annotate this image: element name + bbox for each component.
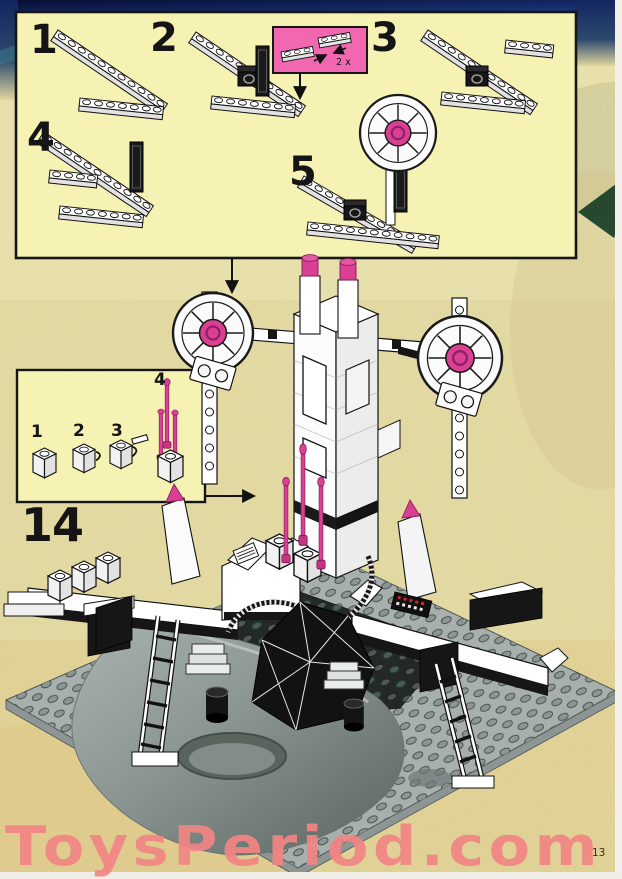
part-3-number: 3: [111, 421, 123, 441]
plant-silhouette: [578, 184, 619, 238]
plate-stack-right: [323, 661, 365, 690]
watermark-text: ToysPeriod.com: [5, 815, 603, 878]
crater-hole-small: [408, 769, 452, 787]
part-4-number: 4: [154, 370, 166, 390]
step-1-number: 1: [30, 17, 58, 63]
fuel-cylinder: [205, 686, 229, 723]
connector-arrows: [205, 74, 307, 503]
duplicate-count-label: 2 x: [336, 57, 351, 68]
ladder-right: [433, 657, 495, 789]
console-structures: [47, 551, 544, 732]
tower-and-dishes: [171, 254, 504, 579]
support-pylons: [161, 483, 437, 601]
step-3-number: 3: [371, 15, 399, 61]
step-5-diagram: [297, 93, 440, 254]
tower-columns: [299, 254, 359, 339]
black-dome: [225, 555, 375, 731]
part-3-brick: [109, 434, 149, 470]
part-2-brick: [72, 443, 101, 474]
plate-stack-left: [185, 643, 231, 675]
step-5-number: 5: [289, 149, 317, 195]
model-illustration: [3, 254, 620, 878]
duplicate-callout-box: [272, 26, 368, 74]
part-2-number: 2: [73, 421, 85, 441]
page-number: 13: [592, 847, 606, 859]
ladder-left: [131, 615, 181, 767]
main-step-number: 14: [21, 498, 84, 552]
parts-callout-box: [15, 368, 207, 504]
step-2-number: 2: [150, 15, 178, 61]
part-1-brick: [32, 447, 57, 479]
fuel-cylinder-2: [343, 698, 365, 732]
tower-body: [292, 295, 401, 579]
step-4-number: 4: [27, 115, 55, 161]
part-1-number: 1: [31, 422, 43, 442]
